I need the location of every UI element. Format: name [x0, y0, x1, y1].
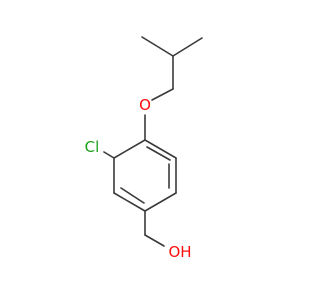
ring-double-bond-1	[146, 146, 171, 161]
ring-bond-3	[144, 192, 177, 212]
oxygen-ether-label: O	[139, 96, 151, 114]
bond-ring-cl	[103, 151, 115, 159]
chlorine-label: Cl	[85, 138, 100, 156]
ring-bond-6	[113, 139, 146, 159]
bond-ch2-o	[151, 88, 174, 101]
ring-double-bond-3	[120, 187, 145, 204]
molecule-structure-diagram: O Cl OH	[85, 36, 203, 261]
ring-bond-1	[144, 139, 177, 159]
bond-ch2-oh	[144, 234, 165, 247]
hydroxyl-label: OH	[168, 243, 191, 261]
ring-bond-4	[113, 192, 146, 212]
bond-methyl-1	[141, 36, 174, 57]
bond-methyl-2	[172, 37, 203, 57]
